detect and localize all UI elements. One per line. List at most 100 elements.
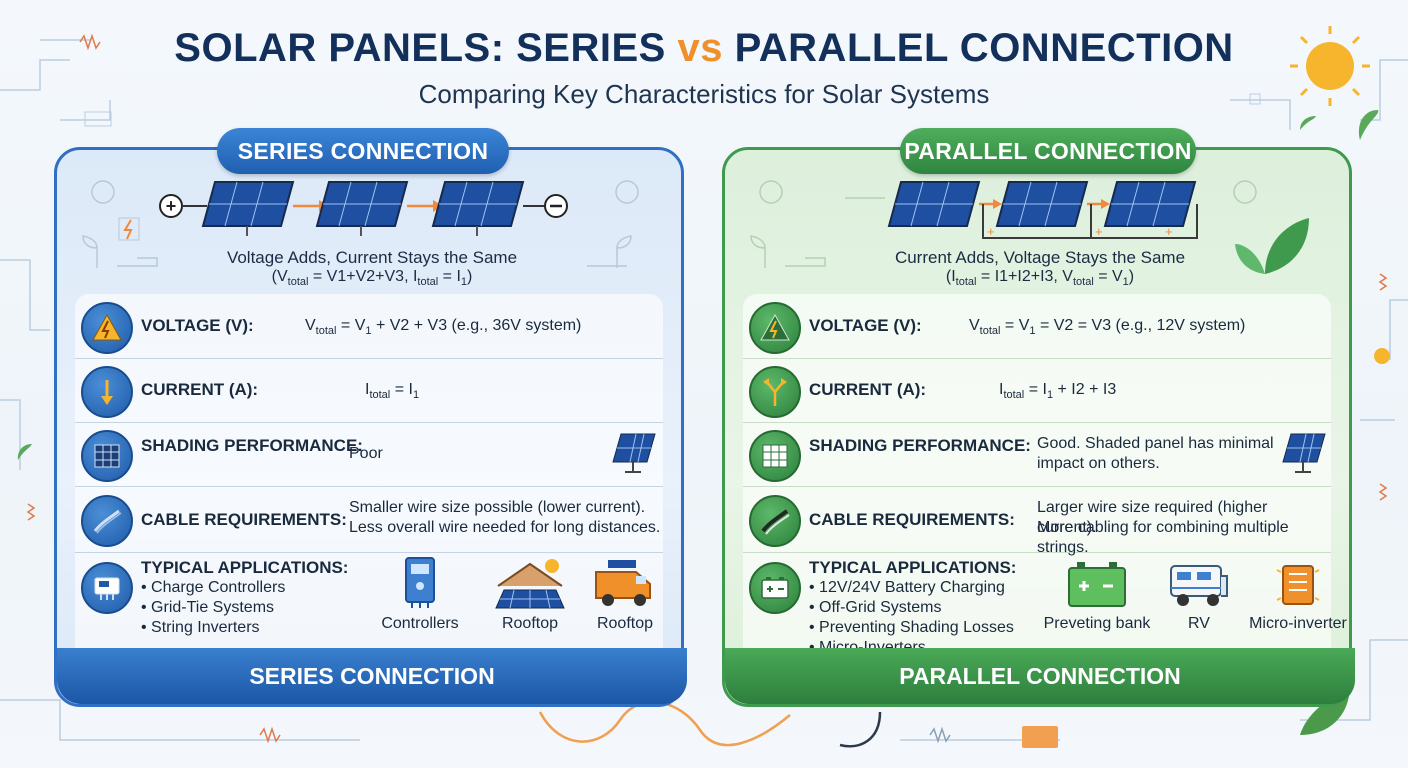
series-applications-row: TYPICAL APPLICATIONS: • Charge Controlle… [75, 552, 663, 664]
series-panel: SERIES CONNECTION + [54, 128, 687, 707]
parallel-formula-close: ) [1128, 268, 1135, 285]
sun-icon [1290, 26, 1370, 106]
parallel-shading-line1: Good. Shaded panel has minimal [1037, 435, 1274, 452]
tilted-solar-panel-icon [1282, 433, 1326, 473]
parallel-voltage-row: VOLTAGE (V): Vtotal = V1 = V2 = V3 (e.g.… [743, 294, 1331, 359]
svg-text:+: + [1095, 224, 1103, 239]
parallel-app-item: • 12V/24V Battery Charging [809, 579, 1005, 596]
series-current-value: Itotal = I1 [365, 380, 419, 405]
battery-bank-icon [1068, 562, 1126, 607]
micro-inverter-icon [1276, 565, 1320, 605]
parallel-characteristics-card: VOLTAGE (V): Vtotal = V1 = V2 = V3 (e.g.… [743, 294, 1347, 664]
parallel-app-battery-bank: Preveting bank [1037, 560, 1157, 633]
solar-panel-icon [315, 181, 409, 236]
parallel-current-label: CURRENT (A): [809, 380, 927, 399]
parallel-formula: (Itotal = I1+I2+I3, Vtotal = V1) [725, 268, 1355, 288]
series-shading-row: SHADING PERFORMANCE: Poor [75, 422, 663, 487]
parallel-cable-line2: More cabling for combining multiple stri… [1037, 519, 1289, 556]
series-app-item: • Grid-Tie Systems [141, 599, 275, 616]
series-app-van-label: Rooftop [596, 615, 654, 632]
parallel-voltage-label: VOLTAGE (V): [809, 316, 922, 335]
parallel-current-symbol: I [999, 381, 1004, 398]
parallel-current-equals: = I [1024, 381, 1047, 398]
parallel-app-rv-label: RV [1188, 615, 1210, 632]
series-formula-end: = I [438, 268, 461, 285]
parallel-cable-label: CABLE REQUIREMENTS: [809, 510, 1015, 529]
parallel-header: PARALLEL CONNECTION [900, 128, 1196, 174]
parallel-voltage-symbol: V [969, 317, 980, 334]
parallel-current-sub-total: total [1003, 389, 1025, 402]
parallel-formula-open: (I [945, 268, 956, 285]
series-voltage-label: VOLTAGE (V): [141, 316, 254, 335]
series-cable-row: CABLE REQUIREMENTS: Smaller wire size po… [75, 486, 663, 553]
current-branch-icon [749, 366, 801, 418]
voltage-warning-icon [749, 302, 801, 354]
van-icon [595, 560, 651, 606]
series-characteristics-card: VOLTAGE (V): Vtotal = V1 + V2 + V3 (e.g.… [75, 294, 663, 664]
parallel-shading-label: SHADING PERFORMANCE: [809, 436, 1031, 455]
parallel-panel: PARALLEL CONNECTION +++ Current Adds, Vo [722, 128, 1355, 707]
solar-grid-icon [81, 430, 133, 482]
controller-device-icon [81, 562, 133, 614]
parallel-app-rv: RV [1169, 560, 1229, 633]
parallel-formula-sub-one: 1 [1122, 276, 1129, 289]
title-part-parallel: PARALLEL CONNECTION [722, 26, 1234, 70]
parallel-app-micro-inverter: Micro-inverter [1243, 560, 1353, 633]
series-current-label: CURRENT (A): [141, 380, 259, 399]
title-part-series: SOLAR PANELS: SERIES [174, 26, 678, 70]
series-voltage-sub-total: total [315, 325, 337, 338]
series-voltage-rest: + V2 + V3 (e.g., 36V system) [371, 317, 582, 334]
parallel-app-item: • Preventing Shading Losses [809, 619, 1014, 636]
grid-icon [749, 430, 801, 482]
solar-panel-icon [201, 181, 295, 236]
parallel-footer: PARALLEL CONNECTION [725, 648, 1355, 704]
series-shading-value: Poor [349, 445, 383, 462]
series-voltage-symbol: V [305, 317, 316, 334]
series-formula-sub-itotal: total [417, 276, 439, 289]
series-caption: Voltage Adds, Current Stays the Same [226, 248, 518, 267]
series-formula-close: ) [467, 268, 473, 285]
tilted-solar-panel-icon [612, 433, 656, 473]
parallel-applications-label: TYPICAL APPLICATIONS: [809, 558, 1017, 577]
parallel-cable-line1: Larger wire size required (higher curren… [1037, 499, 1268, 536]
title-vs: vs [677, 26, 723, 70]
series-applications-label: TYPICAL APPLICATIONS: [141, 558, 349, 577]
series-app-controllers: Controllers [365, 556, 475, 633]
cable-icon [81, 495, 133, 547]
lightning-icon [118, 217, 140, 241]
series-app-item: • Charge Controllers [141, 579, 286, 596]
series-formula-sub-one: 1 [460, 276, 468, 289]
series-app-rooftop: Rooftop [475, 556, 585, 633]
parallel-wiring-diagram: +++ [750, 180, 1309, 274]
page-title: SOLAR PANELS: SERIES vs PARALLEL CONNECT… [0, 26, 1408, 71]
parallel-cable-row: CABLE REQUIREMENTS: Larger wire size req… [743, 486, 1331, 556]
series-formula-sub-vtotal: total [287, 276, 309, 289]
parallel-voltage-sub-one: 1 [1029, 325, 1036, 338]
series-cable-line2: Less overall wire needed for long distan… [349, 519, 661, 536]
parallel-app-battery-label: Preveting bank [1043, 615, 1151, 632]
parallel-current-row: CURRENT (A): Itotal = I1 + I2 + I3 [743, 358, 1331, 423]
series-formula-open: (V [271, 268, 288, 285]
series-current-sub-total: total [369, 389, 391, 402]
svg-text:+: + [166, 196, 177, 216]
series-voltage-equals: = V [336, 317, 366, 334]
series-app-controllers-label: Controllers [381, 615, 459, 632]
series-current-symbol: I [365, 381, 370, 398]
parallel-formula-sub-itotal: total [955, 276, 977, 289]
svg-text:+: + [1165, 224, 1173, 239]
series-voltage-sub-one: 1 [365, 325, 372, 338]
parallel-voltage-sub-total: total [979, 325, 1001, 338]
parallel-shading-line2: impact on others. [1037, 455, 1160, 472]
parallel-shading-row: SHADING PERFORMANCE: Good. Shaded panel … [743, 422, 1331, 487]
series-wiring-diagram: + [82, 180, 639, 268]
parallel-current-value: Itotal = I1 + I2 + I3 [999, 380, 1116, 405]
series-current-row: CURRENT (A): Itotal = I1 [75, 358, 663, 423]
solar-panel-icon [1103, 181, 1197, 227]
parallel-applications-row: TYPICAL APPLICATIONS: • 12V/24V Battery … [743, 552, 1347, 664]
series-applications-list: TYPICAL APPLICATIONS: • Charge Controlle… [141, 558, 348, 638]
parallel-voltage-rest: = V2 = V3 (e.g., 12V system) [1035, 317, 1246, 334]
series-cable-label: CABLE REQUIREMENTS: [141, 510, 347, 529]
series-cable-line1: Smaller wire size possible (lower curren… [349, 499, 646, 516]
voltage-warning-icon [81, 302, 133, 354]
